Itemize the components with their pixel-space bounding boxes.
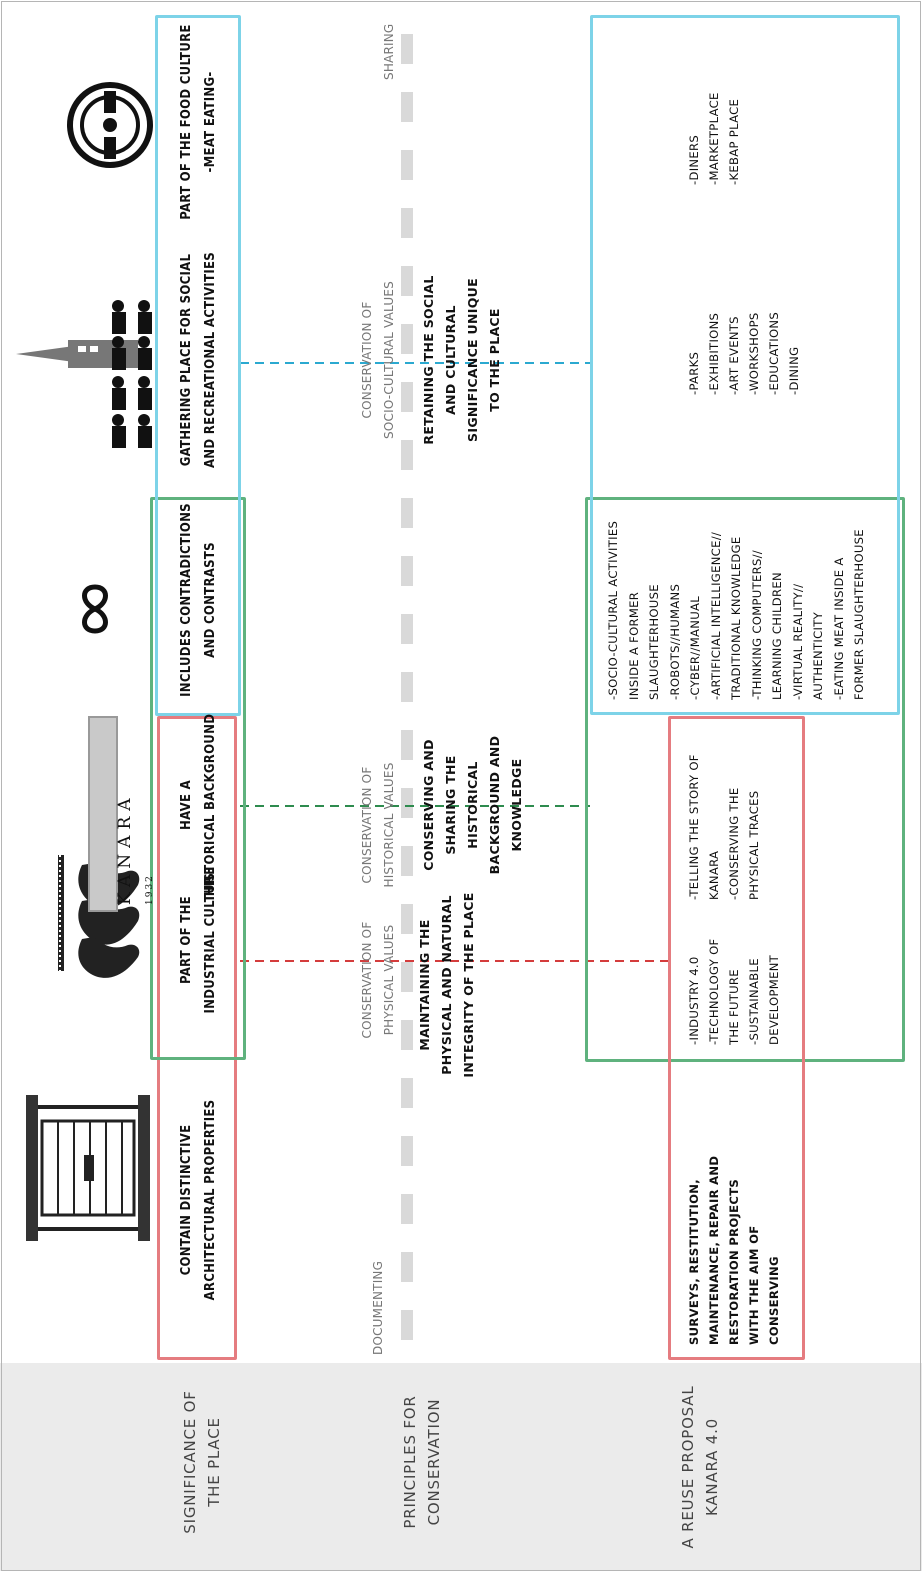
food-plate-icon xyxy=(67,82,153,168)
infinity-icon xyxy=(82,584,108,634)
significance-gathering: GATHERING PLACE FOR SOCIAL AND RECREATIO… xyxy=(179,251,218,469)
row-label-panel xyxy=(0,1363,922,1571)
row-label-principles: PRINCIPLES FOR CONSERVATION xyxy=(401,1395,443,1529)
significance-food: PART OF THE FOOD CULTURE -MEAT EATING- xyxy=(179,24,218,220)
reuse-surveys: SURVEYS, RESTITUTION, MAINTENANCE, REPAI… xyxy=(687,1155,781,1345)
reuse-industry: -INDUSTRY 4.0 -TECHNOLOGY OF THE FUTURE … xyxy=(687,938,781,1045)
significance-contradictions: INCLUDES CONTRADICTIONS AND CONTRASTS xyxy=(179,503,218,697)
people-tower-icon xyxy=(16,300,152,448)
principles-sharing: SHARING xyxy=(382,23,396,80)
principles-historical-text: CONSERVING AND SHARING THE HISTORICAL BA… xyxy=(421,735,524,875)
kanara-sign-year: 1932 xyxy=(145,874,155,905)
principles-physical-label: CONSERVATION OF PHYSICAL VALUES xyxy=(360,921,396,1039)
principles-socio-text: RETAINING THE SOCIAL AND CULTURAL SIGNIF… xyxy=(421,275,502,445)
principles-historical-label: CONSERVATION OF HISTORICAL VALUES xyxy=(360,762,396,888)
significance-blue-box xyxy=(155,15,241,716)
significance-historical: HAVE A HISTORICAL BACKGROUND xyxy=(179,713,218,897)
row-label-reuse: A REUSE PROPOSAL KANARA 4.0 xyxy=(679,1385,721,1549)
significance-red-box xyxy=(157,716,237,1360)
kanara-sign-icon xyxy=(88,716,118,912)
row-label-significance: SIGNIFICANCE OF THE PLACE xyxy=(181,1390,223,1534)
principles-socio-label: CONSERVATION OF SOCIO-CULTURAL VALUES xyxy=(360,281,396,439)
reuse-activities: -PARKS -EXHIBITIONS -ART EVENTS -WORKSHO… xyxy=(687,311,801,395)
kanara-sign-name: KANARA xyxy=(115,792,135,905)
reuse-red-box xyxy=(668,716,805,1360)
principles-documenting: DOCUMENTING xyxy=(371,1260,385,1355)
reuse-contrasts: -SOCIO-CULTURAL ACTIVITIES INSIDE A FORM… xyxy=(606,520,866,700)
kanara-sign-text: KANARA 1932 xyxy=(92,725,161,905)
reuse-story: -TELLING THE STORY OF KANARA -CONSERVING… xyxy=(687,754,761,900)
building-facade-icon xyxy=(26,1095,150,1241)
principles-physical-text: MAINTAINING THE PHYSICAL AND NATURAL INT… xyxy=(417,892,476,1078)
significance-green-box xyxy=(150,497,246,1060)
reuse-blue-box xyxy=(590,15,900,715)
reuse-green-box xyxy=(585,497,905,1062)
significance-architectural: CONTAIN DISTINCTIVE ARCHITECTURAL PROPER… xyxy=(179,1099,218,1301)
reuse-food: -DINERS -MARKETPLACE -KEBAP PLACE xyxy=(687,92,741,185)
